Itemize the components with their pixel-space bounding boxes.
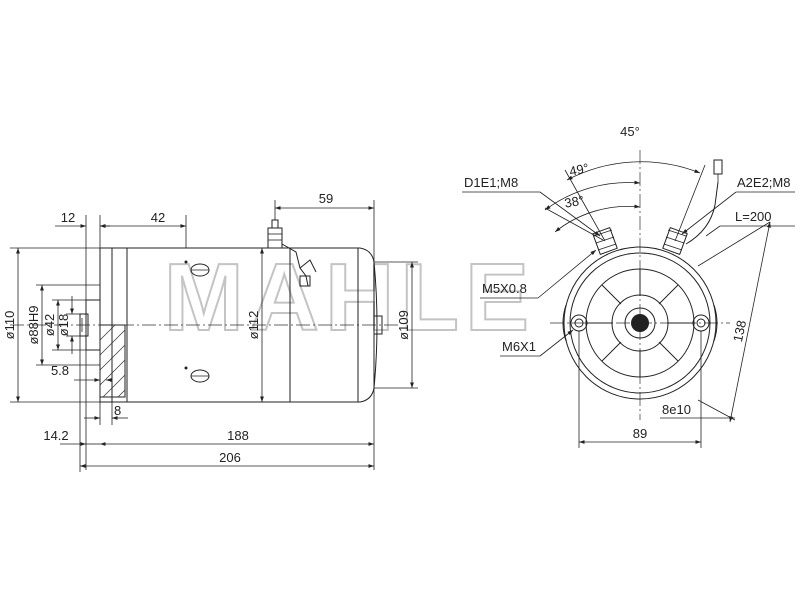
dim-206-label: 206 — [219, 450, 241, 465]
leader-a2e2 — [681, 191, 737, 235]
dim-12-label: 12 — [61, 210, 75, 225]
flange-section-hatching — [99, 324, 126, 398]
dim-14-2-label: 14.2 — [43, 428, 68, 443]
ext-line-138-top — [697, 221, 771, 267]
shaft-end — [79, 313, 89, 337]
dim-8-label: 8 — [114, 403, 121, 418]
front-shaft — [631, 314, 649, 332]
angle-ray-left — [564, 169, 606, 242]
leader-l200 — [705, 225, 721, 237]
dim-line-138 — [729, 221, 771, 423]
lead-wire — [685, 181, 719, 245]
lead-connector — [713, 159, 723, 175]
label-m6: M6X1 — [502, 339, 536, 354]
ext-line-138-bottom — [697, 399, 736, 421]
watermark-logo: MAHLE — [164, 244, 535, 351]
front-bearing — [624, 307, 656, 339]
angle-ray-right — [674, 164, 706, 242]
dim-188-label: 188 — [227, 428, 249, 443]
side-view: 12 42 59 ø110 ø88H9 ø42 ø18 ø112 — [2, 191, 418, 472]
dim-42d-label: ø42 — [42, 314, 57, 336]
dim-89-label: 89 — [633, 426, 647, 441]
leader-m6 — [539, 329, 574, 357]
right-ear — [713, 304, 718, 342]
front-hub — [611, 294, 669, 352]
angle-arc-45 — [566, 161, 701, 181]
dim-112-label: ø112 — [246, 311, 261, 340]
dim-18-label: ø18 — [56, 314, 71, 336]
housing-bolt-top — [184, 260, 210, 277]
label-m5: M5X0.8 — [482, 281, 527, 296]
vent-spokes — [585, 268, 695, 378]
dim-59-label: 59 — [319, 191, 333, 206]
dim-8e10-label: 8e10 — [662, 402, 691, 417]
dim-138-label: 138 — [730, 319, 749, 343]
leader-m5 — [537, 249, 597, 299]
angle-arc-49 — [544, 180, 641, 211]
angle-45-label: 45° — [620, 124, 640, 139]
left-ear — [562, 304, 567, 342]
front-housing-outer — [563, 246, 717, 400]
angle-arc-38 — [554, 204, 641, 233]
label-a2e2: A2E2;M8 — [737, 175, 790, 190]
dim-109-label: ø109 — [396, 310, 411, 340]
end-cap — [373, 261, 378, 389]
dim-42-label: 42 — [151, 210, 165, 225]
angle-ray-left-low — [544, 207, 604, 241]
front-housing-inner — [569, 252, 711, 394]
label-d1e1: D1E1;M8 — [464, 175, 518, 190]
dim-110-label: ø110 — [2, 311, 17, 340]
label-l200: L=200 — [735, 209, 772, 224]
angle-49-label: 49° — [568, 160, 590, 179]
leader-d1e1 — [539, 191, 601, 237]
pilot-spigot — [85, 299, 101, 351]
angle-38-label: 38° — [563, 192, 585, 210]
dim-88-label: ø88H9 — [26, 305, 41, 344]
dim-5-8-label: 5.8 — [51, 363, 69, 378]
front-view: 45° 49° 38° D1E1;M8 A2E2;M8 L=200 M5X0.8… — [462, 124, 795, 448]
housing-bolt-bottom — [184, 366, 210, 383]
rear-shaft-stub — [373, 315, 383, 335]
